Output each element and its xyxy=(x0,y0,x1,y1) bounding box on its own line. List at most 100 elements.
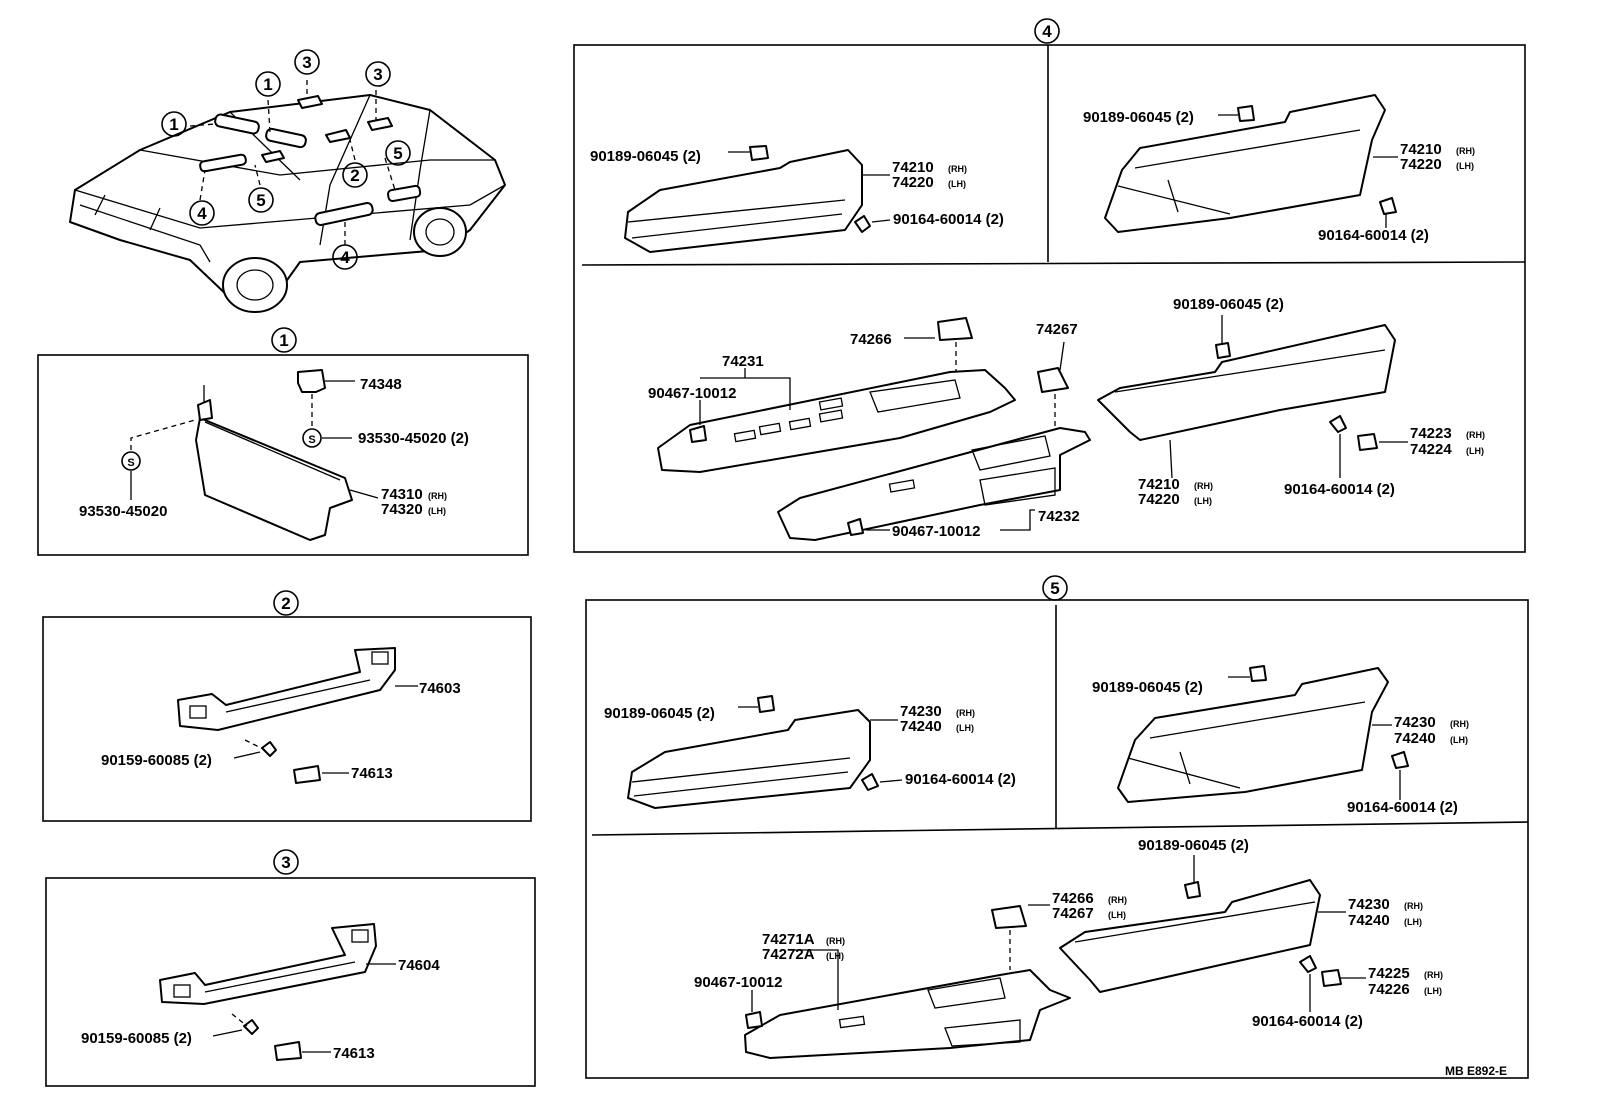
label-5b-74225-rh: (RH) xyxy=(1424,970,1443,980)
label-74310-rh: (RH) xyxy=(428,491,447,501)
section-3-header: 3 xyxy=(273,849,299,875)
label-4tr-90189: 90189-06045 (2) xyxy=(1083,109,1194,126)
section-1-header: 1 xyxy=(271,327,297,353)
section-5-rear-armrests: 5 90189-06045 (2) 74230 (RH) 74240 (LH) … xyxy=(585,575,1529,1079)
svg-text:5: 5 xyxy=(393,144,402,163)
label-5tl-90164: 90164-60014 (2) xyxy=(905,771,1016,788)
label-5b-90189: 90189-06045 (2) xyxy=(1138,837,1249,854)
svg-text:3: 3 xyxy=(373,65,382,84)
label-74604: 74604 xyxy=(398,957,440,974)
label-4tr-90164: 90164-60014 (2) xyxy=(1318,227,1429,244)
label-4b-74223-rh: (RH) xyxy=(1466,430,1485,440)
label-5b-74267: 74267 xyxy=(1052,905,1094,922)
label-4tl-74220: 74220 xyxy=(892,174,934,191)
label-4b-74231: 74231 xyxy=(722,353,764,370)
label-93530-45020: 93530-45020 xyxy=(79,503,167,520)
label-5b-74240-lh: (LH) xyxy=(1404,917,1422,927)
svg-text:3: 3 xyxy=(302,53,311,72)
label-4b-90467-lower: 90467-10012 xyxy=(892,523,980,540)
label-4b-90164: 90164-60014 (2) xyxy=(1284,481,1395,498)
label-5b-74226: 74226 xyxy=(1368,981,1410,998)
label-74310: 74310 xyxy=(381,486,423,503)
label-5tl-90189: 90189-06045 (2) xyxy=(604,705,715,722)
label-4b-90467: 90467-10012 xyxy=(648,385,736,402)
svg-text:S: S xyxy=(127,457,134,469)
label-4tr-74210: 74210 xyxy=(1400,141,1442,158)
car-overview: 1 3 3 1 5 2 5 4 4 xyxy=(69,49,506,313)
svg-text:4: 4 xyxy=(197,204,207,223)
label-5b-74267-lh: (LH) xyxy=(1108,910,1126,920)
label-5b-74271A-rh: (RH) xyxy=(826,936,845,946)
callout-5-a: 5 xyxy=(385,140,411,166)
callout-2-a: 2 xyxy=(342,162,368,188)
svg-text:1: 1 xyxy=(263,75,272,94)
section-2-assist-grip: 2 74603 90159-60085 (2) 74613 xyxy=(42,590,532,822)
callout-5-b: 5 xyxy=(248,187,274,213)
label-4tl-90164: 90164-60014 (2) xyxy=(893,211,1004,228)
section-3-assist-grip: 3 74604 90159-60085 (2) 74613 xyxy=(45,849,536,1087)
section-1-sun-visor: 1 S S 74348 93530-45020 (2) 93530-45020 … xyxy=(37,327,529,556)
callout-3-a: 3 xyxy=(294,49,320,75)
label-93530-45020-2: 93530-45020 (2) xyxy=(358,430,469,447)
label-4b-74267: 74267 xyxy=(1036,321,1078,338)
label-5tl-74240: 74240 xyxy=(900,718,942,735)
label-5b-74266-rh: (RH) xyxy=(1108,895,1127,905)
label-4tl-90189: 90189-06045 (2) xyxy=(590,148,701,165)
label-4tr-74220: 74220 xyxy=(1400,156,1442,173)
label-90159-60085: 90159-60085 (2) xyxy=(101,752,212,769)
label-5tr-74230: 74230 xyxy=(1394,714,1436,731)
section-5-header: 5 xyxy=(1042,575,1068,601)
label-5b-90164: 90164-60014 (2) xyxy=(1252,1013,1363,1030)
svg-text:2: 2 xyxy=(350,166,359,185)
label-74348: 74348 xyxy=(360,376,402,393)
label-4b-90189: 90189-06045 (2) xyxy=(1173,296,1284,313)
svg-text:4: 4 xyxy=(340,248,350,267)
label-4b-74224-lh: (LH) xyxy=(1466,446,1484,456)
label-74613: 74613 xyxy=(351,765,393,782)
screw-s-left: S xyxy=(121,451,141,471)
svg-text:5: 5 xyxy=(256,191,265,210)
svg-text:2: 2 xyxy=(281,594,290,613)
svg-text:3: 3 xyxy=(281,853,290,872)
svg-text:1: 1 xyxy=(279,331,288,350)
section-4-front-armrests: 4 90189-06045 (2) 74210 (RH) 74220 (LH) … xyxy=(573,18,1526,553)
label-5tr-74240: 74240 xyxy=(1394,730,1436,747)
label-5b-74230: 74230 xyxy=(1348,896,1390,913)
label-5b-74230-rh: (RH) xyxy=(1404,901,1423,911)
callout-4-b: 4 xyxy=(332,244,358,270)
label-5b-74226-lh: (LH) xyxy=(1424,986,1442,996)
label-5tr-90164: 90164-60014 (2) xyxy=(1347,799,1458,816)
label-90159-60085: 90159-60085 (2) xyxy=(81,1030,192,1047)
label-5tl-74230-rh: (RH) xyxy=(956,708,975,718)
svg-text:S: S xyxy=(308,434,315,446)
label-4b-74220: 74220 xyxy=(1138,491,1180,508)
label-4b-74223: 74223 xyxy=(1410,425,1452,442)
label-5b-74271A: 74271A xyxy=(762,931,815,948)
callout-1-a: 1 xyxy=(255,71,281,97)
label-5tl-74230: 74230 xyxy=(900,703,942,720)
label-4b-74266: 74266 xyxy=(850,331,892,348)
label-5b-90467: 90467-10012 xyxy=(694,974,782,991)
label-4tl-74210-rh: (RH) xyxy=(948,164,967,174)
callout-3-b: 3 xyxy=(365,61,391,87)
label-4b-74220-lh: (LH) xyxy=(1194,496,1212,506)
diagram-code: MB E892-E xyxy=(1445,1064,1507,1078)
label-74320: 74320 xyxy=(381,501,423,518)
label-5tr-74240-lh: (LH) xyxy=(1450,735,1468,745)
label-74613: 74613 xyxy=(333,1045,375,1062)
label-5b-74225: 74225 xyxy=(1368,965,1410,982)
label-74320-lh: (LH) xyxy=(428,506,446,516)
section-2-header: 2 xyxy=(273,590,299,616)
label-4b-74210-rh: (RH) xyxy=(1194,481,1213,491)
label-5b-74240: 74240 xyxy=(1348,912,1390,929)
screw-s-right: S xyxy=(302,428,322,448)
label-4b-74224: 74224 xyxy=(1410,441,1452,458)
label-4tr-74220-lh: (LH) xyxy=(1456,161,1474,171)
label-5b-74272A: 74272A xyxy=(762,946,815,963)
label-5b-74272A-lh: (LH) xyxy=(826,951,844,961)
callout-4-a: 4 xyxy=(189,200,215,226)
label-4b-74232: 74232 xyxy=(1038,508,1080,525)
label-74603: 74603 xyxy=(419,680,461,697)
label-5tr-74230-rh: (RH) xyxy=(1450,719,1469,729)
